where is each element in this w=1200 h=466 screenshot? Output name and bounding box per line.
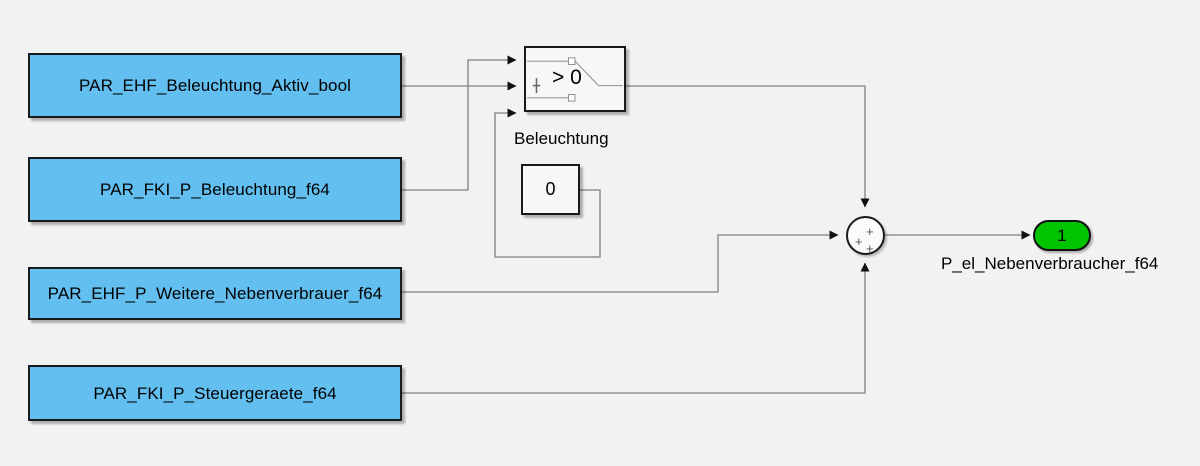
switch-glyph-icon — [527, 57, 623, 102]
sum-sign-left: + — [855, 234, 863, 249]
param-block-label: PAR_EHF_P_Weitere_Nebenverbrauer_f64 — [47, 284, 383, 303]
switch-criteria-label: > 0 — [552, 66, 582, 89]
sum-sign-bottom: + — [866, 241, 874, 256]
sum-block[interactable]: + + + — [846, 216, 885, 255]
param-block-p-steuergeraete-f64[interactable]: PAR_FKI_P_Steuergeraete_f64 — [28, 365, 402, 421]
constant-block-zero[interactable]: 0 — [521, 164, 580, 215]
wire-steuergeraete-to-sum — [402, 262, 870, 394]
param-block-p-weitere-nebenverbrauer-f64[interactable]: PAR_EHF_P_Weitere_Nebenverbrauer_f64 — [28, 267, 402, 320]
outport-number: 1 — [1057, 225, 1067, 245]
sum-sign-top: + — [866, 224, 874, 239]
param-block-label: PAR_EHF_Beleuchtung_Aktiv_bool — [78, 76, 351, 95]
switch-block-beleuchtung[interactable]: > 0 — [524, 46, 626, 112]
param-block-label: PAR_FKI_P_Beleuchtung_f64 — [100, 180, 330, 199]
outport-block[interactable]: 1 — [1033, 220, 1091, 251]
wire-weitere-nebenverbrauer-to-sum — [402, 230, 839, 293]
outport-signal-label: P_el_Nebenverbraucher_f64 — [941, 254, 1159, 273]
switch-block-name-label: Beleuchtung — [514, 129, 609, 148]
wire-p-beleuchtung-to-switch — [402, 55, 517, 191]
param-block-p-beleuchtung-f64[interactable]: PAR_FKI_P_Beleuchtung_f64 — [28, 157, 402, 222]
wire-switch-to-sum — [626, 85, 870, 208]
param-block-label: PAR_FKI_P_Steuergeraete_f64 — [93, 383, 337, 403]
param-block-beleuchtung-aktiv-bool[interactable]: PAR_EHF_Beleuchtung_Aktiv_bool — [28, 53, 402, 118]
constant-block-value: 0 — [545, 179, 556, 199]
